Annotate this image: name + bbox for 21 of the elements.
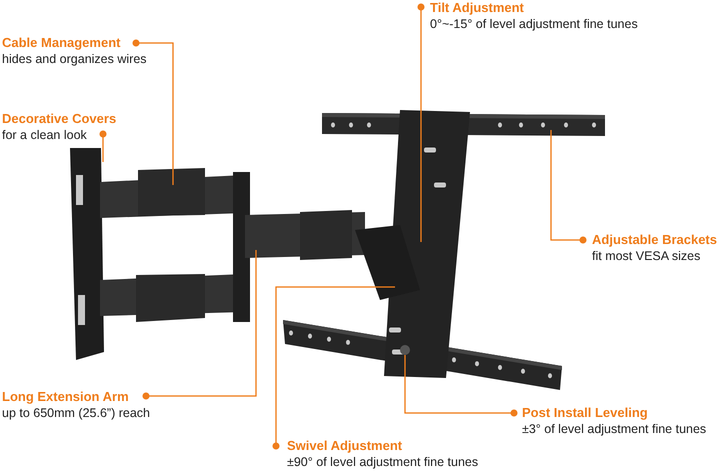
leader-line (272, 286, 395, 450)
callout-title: Tilt Adjustment (430, 0, 525, 16)
callout-description: hides and organizes wires (2, 51, 147, 67)
callout-title: Cable Management (2, 35, 122, 51)
callout-title: Adjustable Brackets (592, 232, 717, 248)
callout-description: for a clean look (2, 127, 88, 143)
callout-title: Decorative Covers (2, 111, 116, 127)
leader-line (550, 130, 586, 244)
callout-description: ±3° of level adjustment fine tunes (522, 421, 706, 437)
callout-description: ±90° of level adjustment fine tunes (287, 454, 478, 470)
callout-description: up to 650mm (25.6”) reach (2, 405, 150, 421)
callout-description: 0°~-15° of level adjustment fine tunes (430, 16, 638, 32)
leader-line (418, 4, 424, 242)
leader-line (132, 40, 174, 185)
leader-line (404, 355, 518, 416)
leader-line (142, 250, 257, 400)
callout-description: fit most VESA sizes (592, 248, 702, 264)
leader-line (100, 130, 106, 162)
callout-title: Post Install Leveling (522, 405, 649, 421)
callout-title: Long Extension Arm (2, 389, 130, 405)
callout-title: Swivel Adjustment (287, 438, 404, 454)
